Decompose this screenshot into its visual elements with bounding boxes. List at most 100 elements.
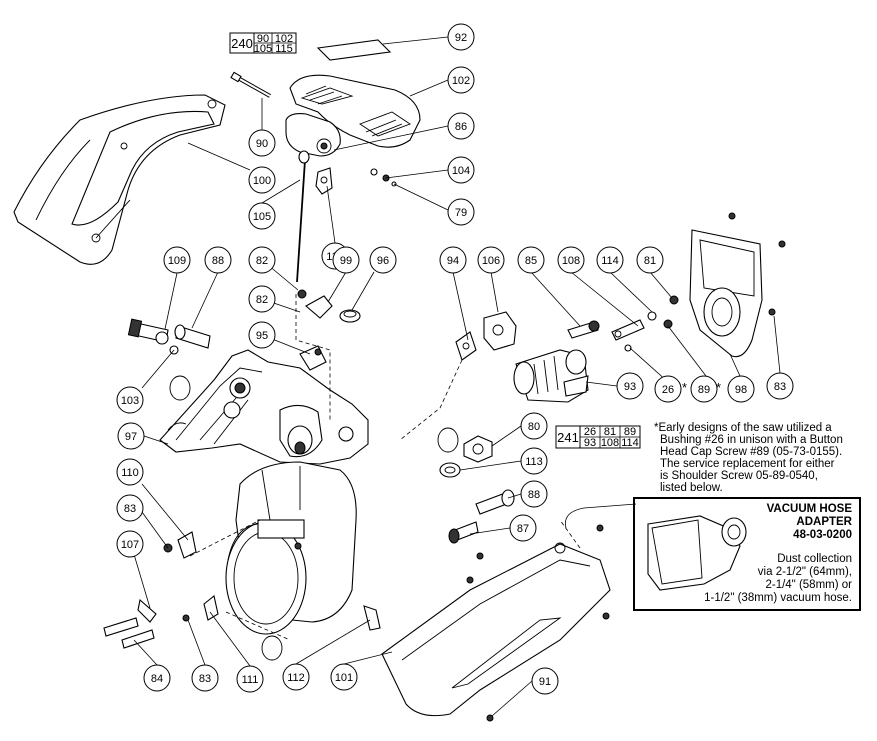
callout-93[interactable]: 93 (616, 372, 644, 400)
callout-79[interactable]: 79 (447, 198, 475, 226)
callout-83-left[interactable]: 83 (116, 494, 144, 522)
callout-label: 96 (377, 255, 389, 267)
callout-109[interactable]: 109 (163, 246, 191, 274)
kit-240-cell: 115 (275, 43, 293, 55)
callout-88-upper[interactable]: 88 (204, 246, 232, 274)
callout-87[interactable]: 87 (509, 514, 537, 542)
callout-label: 106 (482, 255, 500, 267)
callout-111[interactable]: 111 (236, 665, 264, 693)
callout-83-bottom[interactable]: 83 (191, 664, 219, 692)
callout-81[interactable]: 81 (636, 246, 664, 274)
callout-label: 80 (528, 421, 540, 433)
callout-label: 85 (525, 255, 537, 267)
callout-label: 88 (528, 489, 540, 501)
callout-label: 100 (253, 175, 271, 187)
callout-84[interactable]: 84 (143, 664, 171, 692)
callout-106[interactable]: 106 (477, 246, 505, 274)
callout-96[interactable]: 96 (369, 246, 397, 274)
clamp-block-drawing (455, 311, 517, 361)
lower-fasteners-drawing (103, 531, 381, 649)
callout-100[interactable]: 100 (248, 166, 276, 194)
callout-95[interactable]: 95 (248, 321, 276, 349)
kit-241-table: 241 26 81 89 93 108 114 (555, 425, 641, 449)
lower-guard-drawing (225, 461, 357, 635)
callout-83-right[interactable]: 83 (766, 372, 794, 400)
rod-and-bracket-drawing (296, 150, 333, 283)
kit-241-cell: 89 (624, 426, 636, 438)
detail-loops-drawing (169, 375, 459, 661)
kit-240-cell: 90 (257, 33, 269, 45)
kit-240-cell: 102 (275, 33, 293, 45)
kit-241-number: 241 (557, 430, 579, 445)
adapter-title: VACUUM HOSE (767, 503, 853, 515)
callout-label: 82 (256, 294, 268, 306)
dust-chute-drawing (381, 524, 611, 722)
callout-label: 84 (151, 673, 163, 685)
callout-101[interactable]: 101 (330, 663, 358, 691)
callout-98[interactable]: 98 (727, 375, 755, 403)
callout-103[interactable]: 103 (116, 386, 144, 414)
label-plate-drawing (316, 39, 392, 61)
callout-82-lower[interactable]: 82 (248, 285, 276, 313)
callout-88-lower[interactable]: 88 (520, 480, 548, 508)
callout-105[interactable]: 105 (248, 202, 276, 230)
callout-91[interactable]: 91 (531, 667, 559, 695)
callout-label: 103 (121, 395, 139, 407)
callout-110[interactable]: 110 (116, 458, 144, 486)
callout-label: 82 (256, 255, 268, 267)
lever-parts-drawing (297, 289, 361, 371)
callout-label: 91 (539, 676, 551, 688)
callout-label: 88 (212, 255, 224, 267)
adapter-line: 1-1/2" (38mm) vacuum hose. (704, 592, 852, 604)
callout-112[interactable]: 112 (282, 663, 310, 691)
callout-label: 111 (242, 674, 259, 686)
callout-107[interactable]: 107 (116, 530, 144, 558)
callout-label: 79 (455, 207, 467, 219)
kit-241-cell: 81 (604, 426, 616, 438)
pin-drawing (230, 71, 271, 98)
callout-label: 99 (340, 255, 352, 267)
callout-92[interactable]: 92 (447, 23, 475, 51)
callout-label: 83 (124, 503, 136, 515)
callout-26[interactable]: 26 (654, 375, 682, 403)
note-line: Bushing #26 in unison with a Button (660, 434, 843, 446)
callout-80[interactable]: 80 (520, 412, 548, 440)
callout-97[interactable]: 97 (117, 422, 145, 450)
handle-drawing (285, 74, 421, 157)
callout-114[interactable]: 114 (596, 246, 624, 274)
callout-90[interactable]: 90 (248, 129, 276, 157)
callout-label: 114 (601, 255, 619, 267)
callout-label: 102 (452, 75, 470, 87)
callout-113[interactable]: 113 (520, 447, 548, 475)
callout-label: 110 (121, 467, 139, 479)
callout-label: 83 (199, 673, 211, 685)
callout-89[interactable]: 89 (690, 375, 718, 403)
kit-241-cell: 26 (584, 426, 596, 438)
kit-241-cell: 93 (584, 437, 596, 449)
callout-104[interactable]: 104 (447, 156, 475, 184)
callout-label: 107 (121, 539, 139, 551)
callout-label: 98 (735, 384, 747, 396)
callout-86[interactable]: 86 (447, 112, 475, 140)
kit-240-table: 240 90 102 105 115 (229, 32, 297, 55)
callout-label: 90 (256, 138, 268, 150)
upper-guard-drawing (13, 94, 226, 265)
callout-label: 83 (774, 381, 786, 393)
callout-label: 108 (562, 255, 580, 267)
callout-label: 112 (287, 672, 305, 684)
callouts: 92 102 90 86 100 104 79 105 115 109 88 8… (116, 23, 794, 695)
asterisk-89: * (716, 380, 721, 395)
callout-label: 97 (125, 431, 137, 443)
callout-label: 101 (335, 672, 353, 684)
callout-label: 105 (253, 211, 271, 223)
gear-assembly-drawing (513, 349, 589, 403)
callout-99[interactable]: 99 (332, 246, 360, 274)
callout-102[interactable]: 102 (447, 66, 475, 94)
main-frame-drawing (159, 349, 369, 465)
callout-108[interactable]: 108 (557, 246, 585, 274)
callout-85[interactable]: 85 (517, 246, 545, 274)
callout-82-upper[interactable]: 82 (248, 246, 276, 274)
callout-94[interactable]: 94 (439, 246, 467, 274)
adapter-title: ADAPTER (796, 516, 852, 528)
bolts-left-drawing (127, 318, 211, 355)
